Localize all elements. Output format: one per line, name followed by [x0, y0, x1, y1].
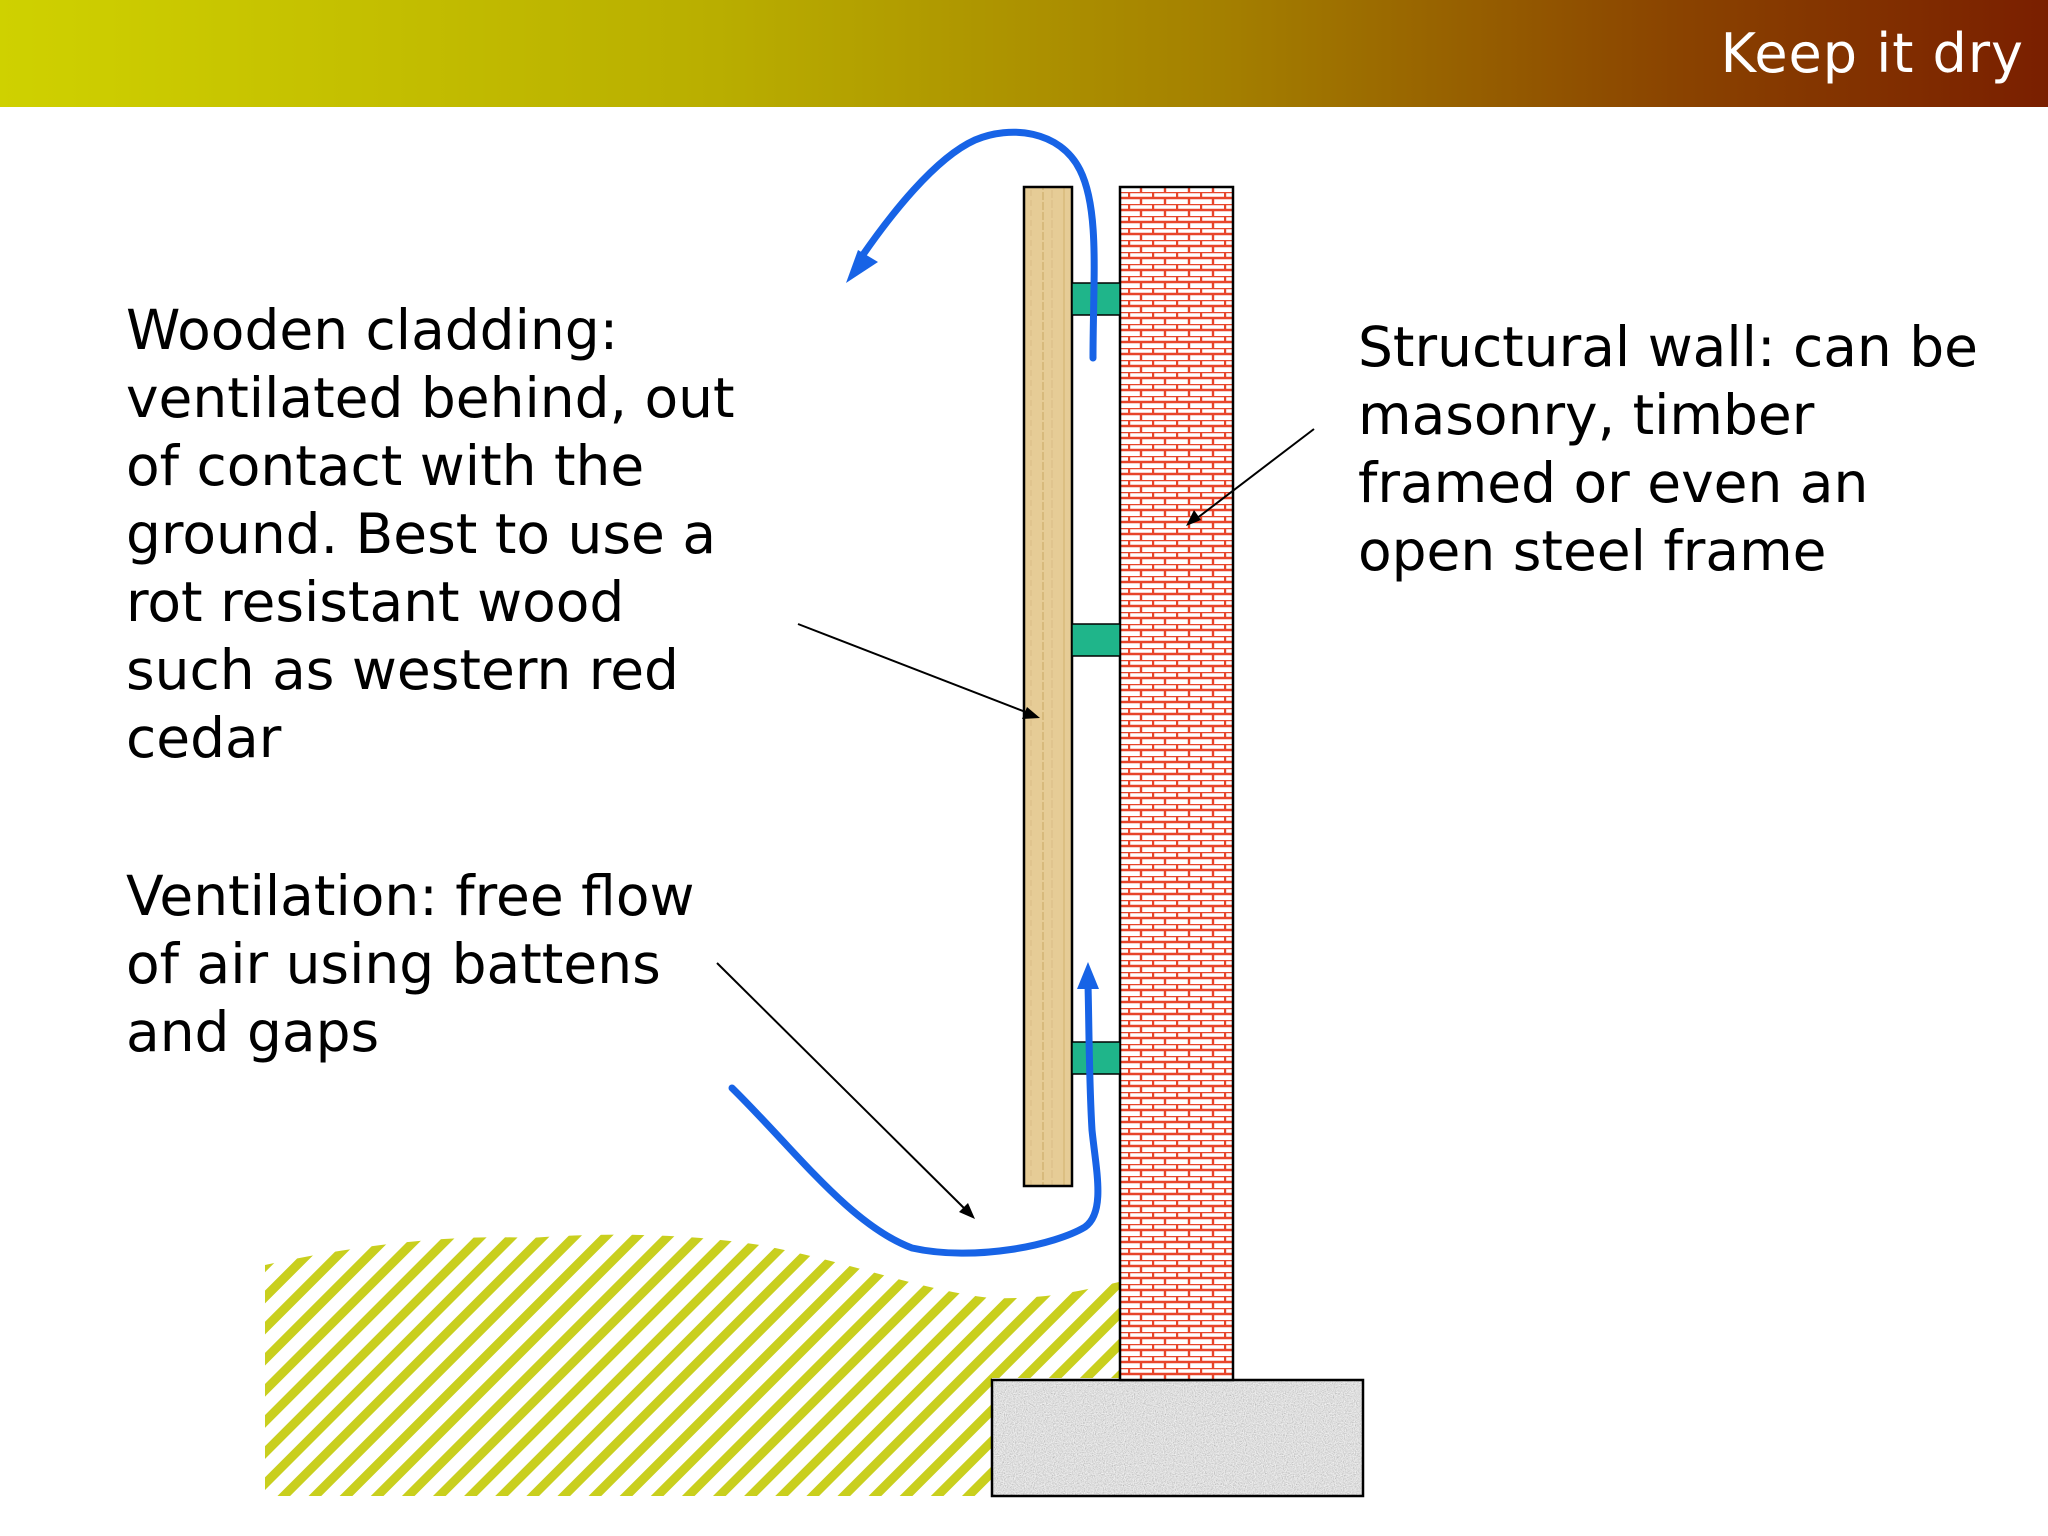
- header-bar: [0, 0, 2048, 107]
- concrete-footing: [990, 1378, 1365, 1498]
- airflow-arrowhead-top: [846, 250, 878, 283]
- structural-wall-label: Structural wall: can be masonry, timber …: [1358, 315, 1978, 583]
- ventilation-label: Ventilation: free flow of air using batt…: [126, 864, 695, 1064]
- slide-title: Keep it dry: [1720, 22, 2024, 85]
- leader-line-cladding: [797, 623, 1040, 719]
- airflow-arrowhead-bottom: [1077, 962, 1099, 989]
- structural-wall: [1118, 185, 1235, 1382]
- airflow-arrow-top: [854, 128, 1098, 362]
- airflow-arrow-bottom: [728, 981, 1102, 1257]
- cladding-label: Wooden cladding: ventilated behind, out …: [126, 298, 735, 770]
- leader-line-wall: [1186, 428, 1315, 526]
- wooden-cladding-board: [1022, 185, 1074, 1188]
- ground: [265, 1234, 1119, 1496]
- batten-bottom: [1071, 1041, 1121, 1075]
- leader-line-ventilation: [716, 962, 975, 1219]
- batten-middle: [1071, 623, 1121, 657]
